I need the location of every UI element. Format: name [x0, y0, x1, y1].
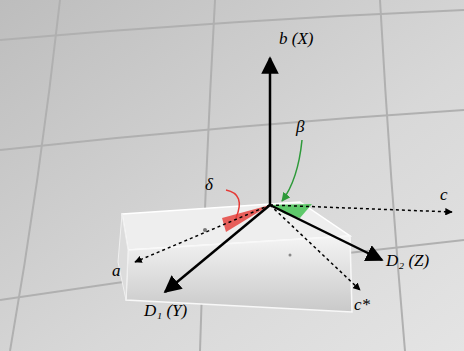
axis-label: b (X): [279, 30, 313, 47]
delta-leader: [226, 190, 239, 218]
angle-label: β: [296, 118, 304, 135]
axis-label: c: [440, 186, 448, 203]
axis-label: a: [112, 262, 121, 279]
axis-label: c*: [354, 296, 370, 313]
axis-label: D₁ (Y): [144, 302, 187, 319]
delta-angle: [222, 205, 270, 232]
angle-label: δ: [205, 176, 213, 193]
crystal: [118, 202, 352, 312]
axes: [135, 58, 452, 292]
beta-leader: [282, 140, 302, 201]
axis-label: D₂ (Z): [386, 252, 429, 269]
